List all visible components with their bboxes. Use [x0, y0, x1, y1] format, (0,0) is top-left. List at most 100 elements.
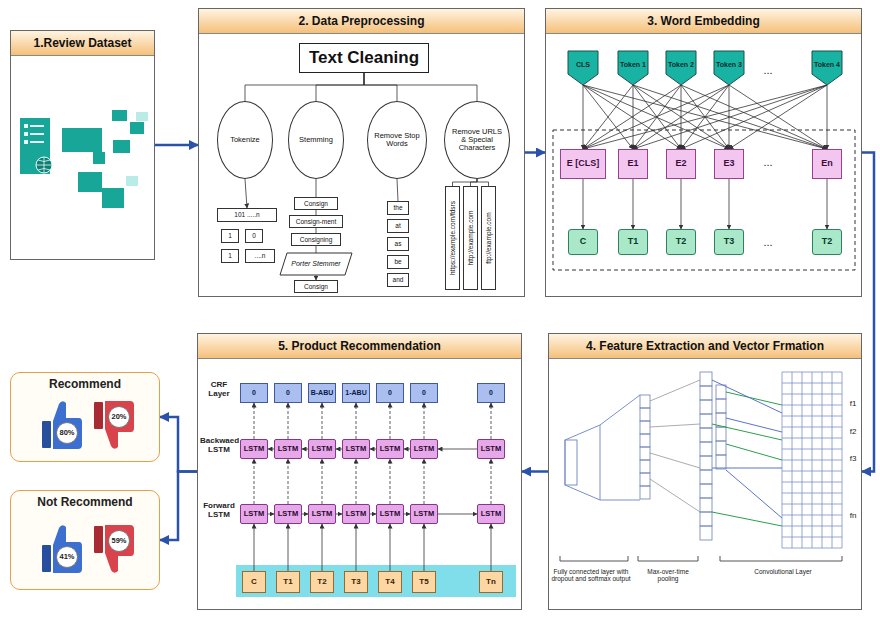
label-text: ...: [758, 156, 778, 168]
value-box: 1: [221, 229, 239, 243]
url-box: ftp://example.com: [481, 186, 496, 290]
node-text: LSTM: [414, 445, 434, 453]
node-text: LSTM: [244, 445, 264, 453]
value-box: Consign-ment: [289, 215, 343, 228]
node-text: 0: [286, 389, 290, 397]
connector: [633, 85, 729, 149]
node-text: 1: [228, 252, 232, 259]
connector: [681, 179, 682, 229]
input-box: T1: [276, 571, 300, 593]
node-text: Consign: [304, 283, 328, 290]
node-text: 80%: [57, 429, 77, 437]
thumb-down: 20%: [93, 399, 135, 451]
process-box: Text Cleaning: [299, 43, 429, 73]
flow-arrow: [862, 153, 874, 472]
embedding-box: E [CLS]: [560, 149, 606, 179]
crf-box: 0: [274, 383, 302, 403]
node-text: https://example.com/fdsrs: [449, 201, 456, 275]
connector: [583, 85, 681, 149]
node-text: Recommend: [11, 378, 159, 391]
thumb-down: 59%: [93, 523, 135, 575]
node-text: LSTM: [481, 510, 501, 518]
crf-box: 0: [240, 383, 268, 403]
connector: [390, 459, 391, 504]
crf-box: 0: [410, 383, 438, 403]
node-text: CLS: [576, 61, 590, 69]
thumb-up-outline: [41, 523, 83, 575]
output-box: C: [568, 229, 598, 255]
flow-arrow: [160, 472, 197, 541]
connector: [583, 85, 827, 149]
node-text: http://example.com: [467, 211, 474, 266]
label-text: CRF Layer: [201, 381, 237, 399]
node-text: 59%: [109, 537, 129, 545]
node-text: Not Recommend: [11, 496, 159, 509]
connector: [316, 73, 364, 101]
crf-box: B-ABU: [308, 383, 336, 403]
embedding-box: E2: [666, 149, 696, 179]
value-box: ....n: [245, 249, 275, 263]
label-text: Convolutional Layer: [728, 568, 838, 575]
connector: [633, 85, 681, 149]
value-box: Consigning: [291, 233, 341, 246]
node-text: the: [393, 204, 402, 211]
connector: [364, 73, 477, 101]
lstm-box: LSTM: [477, 504, 505, 524]
lstm-box: LSTM: [376, 439, 404, 459]
node-text: LSTM: [312, 445, 332, 453]
input-box: C: [242, 571, 266, 593]
lstm-box: LSTM: [477, 439, 505, 459]
connector: [633, 85, 827, 149]
output-box: T1: [618, 229, 648, 255]
node-text: Consign-ment: [296, 218, 336, 225]
node-text: LSTM: [278, 445, 298, 453]
value-box: 1: [221, 249, 239, 263]
node-text: 41%: [57, 553, 77, 561]
node-text: T3: [724, 237, 735, 247]
node-text: T5: [419, 578, 428, 587]
stage-panel: 3. Word EmbeddingCLSToken 1Token 2Token …: [545, 8, 862, 297]
connector: [633, 85, 827, 149]
node-text: Tn: [486, 578, 496, 587]
node-text: 1: [228, 232, 232, 239]
connector: [438, 514, 477, 515]
connector: [583, 85, 633, 149]
connector: [322, 403, 323, 439]
lstm-box: LSTM: [308, 504, 336, 524]
node-text: LSTM: [244, 510, 264, 518]
connector: [681, 85, 827, 149]
embedding-box: E1: [618, 149, 648, 179]
connector: [583, 85, 729, 149]
lstm-box: LSTM: [240, 504, 268, 524]
label-text: f3: [846, 455, 860, 464]
lstm-box: LSTM: [240, 439, 268, 459]
connector: [438, 449, 477, 450]
value-box: 101 .....n: [217, 208, 277, 222]
connector: [633, 85, 681, 149]
connector: [729, 179, 730, 229]
lstm-box: LSTM: [342, 439, 370, 459]
lstm-box: LSTM: [342, 504, 370, 524]
step-ellipse: Remove URLS & Special Characters: [444, 101, 510, 179]
connector: [583, 85, 729, 149]
node-text: Remove Stop Words: [373, 132, 421, 149]
label-text: ...: [758, 64, 778, 76]
node-text: Token 4: [814, 61, 840, 69]
node-text: Token 1: [620, 61, 646, 69]
node-text: En: [821, 159, 833, 169]
node-text: Consigning: [300, 236, 333, 243]
input-band: [236, 565, 516, 597]
node-text: Stemming: [299, 136, 333, 144]
step-ellipse: Stemming: [288, 101, 344, 179]
thumb-up: 41%: [41, 523, 83, 575]
node-text: Porter Stemmer: [291, 260, 340, 268]
result-box: Recommend 80% 20%: [10, 372, 160, 462]
connector: [681, 85, 827, 149]
value-box: 0: [245, 229, 263, 243]
step-ellipse: Tokenize: [217, 101, 273, 179]
node-text: E [CLS]: [567, 159, 600, 169]
node-text: at: [395, 222, 400, 229]
lstm-box: LSTM: [274, 439, 302, 459]
embedding-box: E3: [714, 149, 744, 179]
connector: [583, 85, 681, 149]
